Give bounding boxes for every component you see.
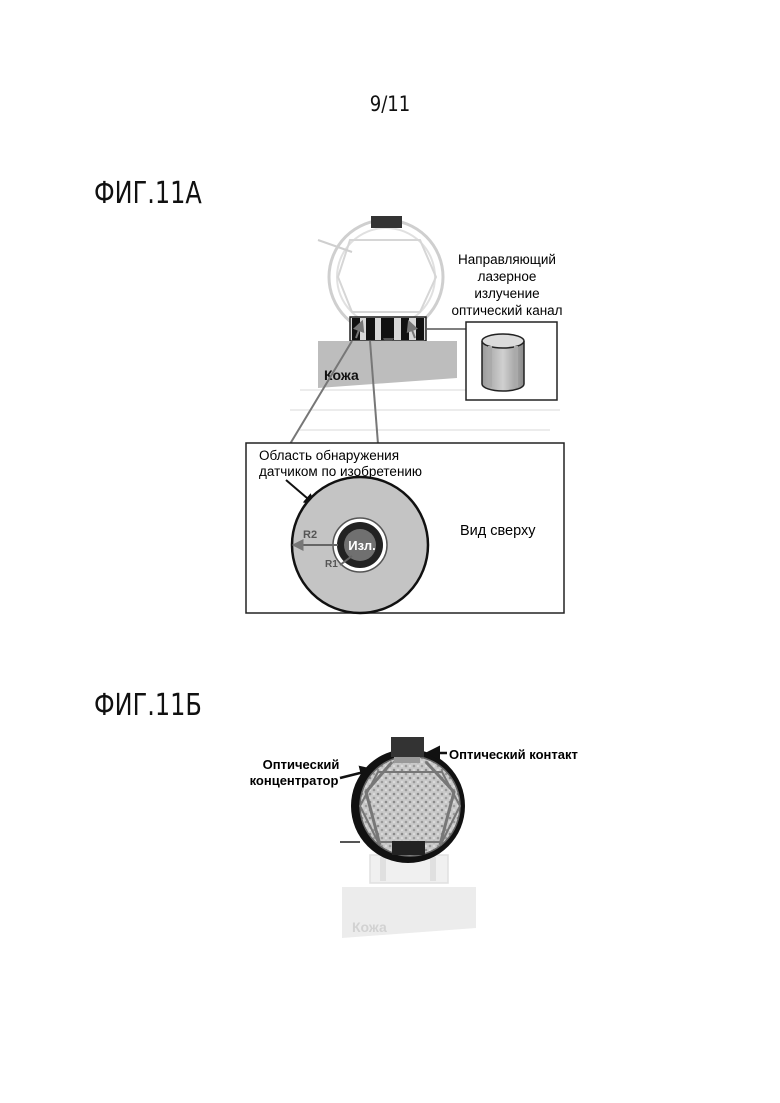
r2-label: R2 xyxy=(303,529,317,541)
r1-label: R1 xyxy=(325,559,338,570)
guide-label-line-2: лазерное xyxy=(478,269,537,284)
emitter-label: Изл. xyxy=(348,538,376,553)
optical-contact-pad xyxy=(371,216,402,228)
detection-label-line-2: датчиком по изобретению xyxy=(259,464,422,479)
guide-label-line-1: Направляющий xyxy=(458,252,556,267)
optical-contact-base xyxy=(394,757,420,763)
figure-a-drawing: Кожа Направляющий лазерное излучение опт… xyxy=(246,216,564,613)
concentrator-label-line-2: концентратор xyxy=(250,773,339,788)
channel-cylinder-inset xyxy=(466,322,557,400)
detection-label-line-1: Область обнаружения xyxy=(259,448,399,463)
optical-concentrator-sphere xyxy=(351,749,465,863)
concentrator-label-line-1: Оптический xyxy=(263,757,340,772)
top-view-label: Вид сверху xyxy=(460,523,536,539)
optical-contact-block xyxy=(391,737,424,757)
figure-b-drawing: Кожа Оптический концентратор Оптический … xyxy=(250,737,578,938)
skin-label-faint: Кожа xyxy=(352,919,387,935)
guide-label-line-3: излучение xyxy=(474,286,539,301)
guide-label-line-4: оптический канал xyxy=(451,303,562,318)
guide-channel-label: Направляющий лазерное излучение оптическ… xyxy=(451,252,562,318)
contact-label: Оптический контакт xyxy=(449,747,578,762)
